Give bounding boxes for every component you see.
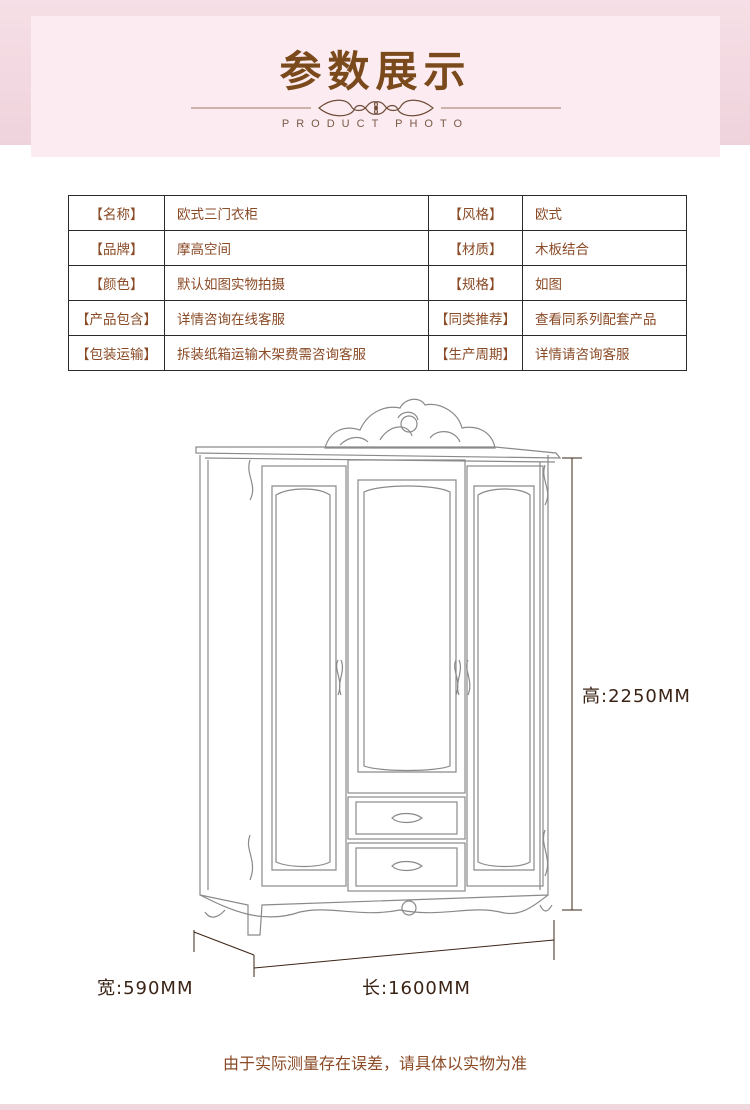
table-row: 【产品包含】 详情咨询在线客服 【同类推荐】 查看同系列配套产品 [68,300,687,336]
height-label: 高:2250MM [582,686,691,707]
measurement-note: 由于实际测量存在误差，请具体以实物为准 [222,1054,527,1073]
depth-dimension-line [193,931,255,956]
table-row: 【品牌】 摩高空间 【材质】 木板结合 [68,230,687,266]
spec-key: 【包装运输】 [68,335,165,371]
header-card: 参数展示 PRODUCT PHOTO [31,16,720,157]
page-subtitle: PRODUCT PHOTO [281,118,470,130]
spec-key: 【同类推荐】 [428,300,523,336]
spec-key: 【名称】 [68,195,165,231]
ornament-divider-icon [191,99,561,117]
spec-value: 详情请咨询客服 [522,335,687,371]
spec-value: 拆装纸箱运输木架费需咨询客服 [164,335,429,371]
length-label: 长:1600MM [362,978,471,999]
spec-key: 【材质】 [428,230,523,266]
footer-band [0,1104,750,1110]
depth-label: 宽:590MM [97,978,194,999]
spec-value: 欧式 [522,195,687,231]
spec-key: 【颜色】 [68,265,165,301]
length-dimension-line [253,939,555,969]
spec-table: 【名称】 欧式三门衣柜 【风格】 欧式 【品牌】 摩高空间 【材质】 木板结合 … [68,195,687,371]
page-title: 参数展示 [279,47,472,96]
spec-key: 【产品包含】 [68,300,165,336]
table-row: 【包装运输】 拆装纸箱运输木架费需咨询客服 【生产周期】 详情请咨询客服 [68,335,687,371]
spec-value: 查看同系列配套产品 [522,300,687,336]
spec-value: 木板结合 [522,230,687,266]
crown-ornament-icon [324,398,496,449]
table-row: 【名称】 欧式三门衣柜 【风格】 欧式 [68,195,687,231]
spec-key: 【生产周期】 [428,335,523,371]
table-row: 【颜色】 默认如图实物拍摄 【规格】 如图 [68,265,687,301]
